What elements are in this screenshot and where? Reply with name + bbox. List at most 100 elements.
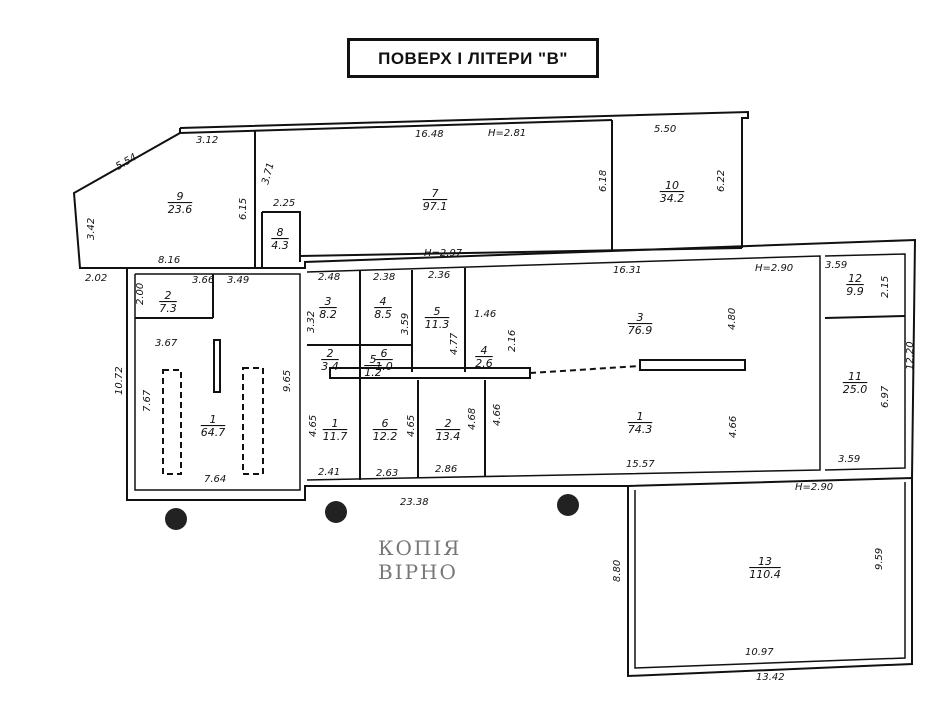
corridor-bar-right <box>639 359 746 371</box>
dimension-label: 5.50 <box>654 124 676 135</box>
dimension-label: 3.59 <box>838 454 860 465</box>
dimension-label: 3.12 <box>196 135 218 146</box>
room-number: 12 <box>848 272 862 285</box>
wall-top <box>179 110 749 248</box>
height-upper: Н=2.81 <box>488 128 526 139</box>
room-area: 34.2 <box>660 192 685 205</box>
entrance-marker-left <box>165 508 187 530</box>
stamp: КОПІЯ ВІРНО <box>378 536 538 586</box>
room-number: 9 <box>177 190 184 203</box>
entrance-marker-right <box>557 494 579 516</box>
dimension-label: 16.31 <box>613 265 642 276</box>
room-number: 6 <box>382 417 389 430</box>
height-corridor: Н=2.97 <box>424 248 463 259</box>
room-area: 12.2 <box>373 430 398 443</box>
dimension-label: 10.97 <box>745 647 774 658</box>
dimension-label: 2.02 <box>85 273 107 284</box>
room-area: 23.6 <box>168 203 193 216</box>
dimension-label: 13.42 <box>756 672 785 683</box>
dimension-label: 15.57 <box>626 459 655 470</box>
room-number: 1 <box>637 410 644 423</box>
dimension-label: 10.72 <box>114 366 125 395</box>
room-number: 2 <box>327 347 334 360</box>
wall-room-1-left <box>134 273 301 491</box>
column-2 <box>242 367 264 475</box>
room-number: 4 <box>481 344 488 357</box>
dimension-label: 2.16 <box>507 330 518 352</box>
room-area: 4.3 <box>271 239 289 252</box>
dimension-label: 5.54 <box>114 152 139 173</box>
dimension-label: 8.16 <box>158 255 180 266</box>
room-number: 7 <box>432 187 439 200</box>
room-area: 13.4 <box>436 430 461 443</box>
dimension-label: 9.59 <box>874 548 885 570</box>
wall-room-13 <box>627 476 913 678</box>
dimension-label: 16.48 <box>415 129 444 140</box>
dimension-label: 3.42 <box>86 218 97 240</box>
stamp-line-1: КОПІЯ <box>378 536 462 560</box>
dimension-label: 2.25 <box>273 198 295 209</box>
wall-left-wing <box>72 128 181 269</box>
dimension-label: 23.38 <box>400 497 429 508</box>
room-number: 3 <box>637 311 644 324</box>
dimension-label: 6.97 <box>880 385 891 408</box>
dimension-label: 4.80 <box>727 308 738 330</box>
dimension-label: 2.38 <box>373 272 395 283</box>
dimension-label: 7.64 <box>204 474 226 485</box>
dimension-label: 2.36 <box>428 270 450 281</box>
dimension-label: 7.67 <box>142 389 153 412</box>
dimension-label: 6.22 <box>716 170 727 192</box>
dimension-label: 3.71 <box>260 161 276 185</box>
dimension-label: 4.66 <box>492 404 503 426</box>
wall-main-bottom <box>126 268 628 501</box>
room-number: 3 <box>325 295 332 308</box>
room-area: 8.5 <box>374 308 392 321</box>
dimension-label: 2.86 <box>435 464 457 475</box>
dimension-label: 2.48 <box>318 272 340 283</box>
dimension-label: 3.67 <box>155 338 178 349</box>
room-number: 1 <box>210 413 217 426</box>
dimension-label: 2.15 <box>880 276 891 298</box>
wall-central-block <box>306 255 821 481</box>
height-main: Н=2.90 <box>755 263 793 274</box>
corridor-axis <box>529 365 641 374</box>
room-area: 2.6 <box>475 357 493 370</box>
column-1 <box>162 369 182 475</box>
dimension-label: 9.65 <box>282 370 293 392</box>
dimension-label: 3.66 <box>192 275 214 286</box>
room-area: 11.3 <box>425 318 450 331</box>
room-number: 1 <box>332 417 339 430</box>
wall-top-inner <box>179 119 613 134</box>
room-area: 25.0 <box>843 383 868 396</box>
wall-main-outer <box>127 238 917 479</box>
dimension-label: 2.41 <box>318 467 340 478</box>
dimension-label: 4.68 <box>467 408 478 430</box>
room-area: 74.3 <box>628 423 653 436</box>
dimension-label: 3.32 <box>306 311 317 333</box>
plan-title-box: ПОВЕРХ І ЛІТЕРИ "В" <box>347 38 599 78</box>
pillar <box>213 339 221 393</box>
dimension-label: 4.66 <box>728 416 739 438</box>
room-number: 10 <box>665 179 679 192</box>
room-area: 1.0 <box>375 360 393 373</box>
dimension-label: 4.65 <box>308 415 319 437</box>
dimension-label: 2.00 <box>135 283 146 305</box>
room-area: 1.2 <box>364 366 382 379</box>
room-number: 6 <box>381 347 388 360</box>
dimension-label: 8.80 <box>612 560 623 582</box>
room-number: 13 <box>758 555 772 568</box>
room-area: 110.4 <box>749 568 781 581</box>
dimension-label: 3.59 <box>400 313 411 335</box>
dimension-label: 3.59 <box>825 260 847 271</box>
stamp-line-2: ВІРНО <box>378 560 458 584</box>
room-area: 76.9 <box>628 324 653 337</box>
room-area: 64.7 <box>201 426 226 439</box>
dimension-label: 2.63 <box>376 468 398 479</box>
entrance-marker-center <box>325 501 347 523</box>
room-area: 3.4 <box>321 360 339 373</box>
room-number: 11 <box>848 370 862 383</box>
room-number: 5 <box>370 353 377 366</box>
